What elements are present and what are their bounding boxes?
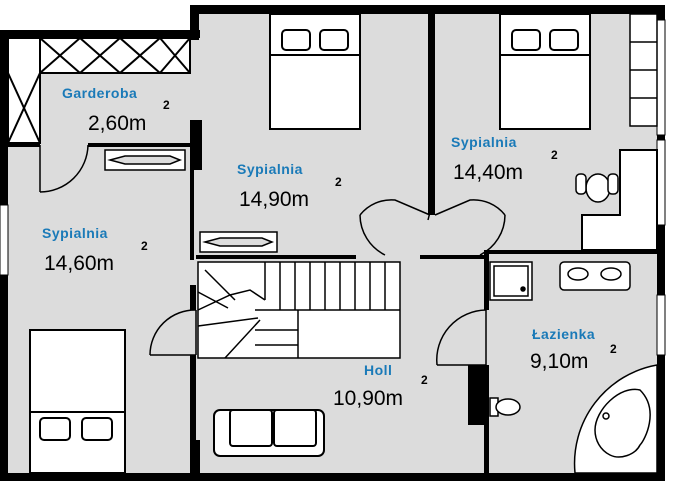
room-name: Holl	[364, 362, 392, 378]
label-bedroom-right: Sypialnia 14,40m 2	[451, 134, 558, 184]
label-hall: Holl 10,90m 2	[333, 362, 428, 410]
area-unit-power: 2	[335, 175, 342, 189]
room-area: 14,40m	[453, 161, 523, 184]
wardrobe-door[interactable]	[39, 144, 89, 193]
room-area: 14,60m	[44, 252, 114, 275]
area-unit-power: 2	[421, 373, 428, 387]
room-area: 2,60m	[88, 112, 146, 135]
room-name: Sypialnia	[451, 134, 517, 150]
bathroom-door[interactable]	[436, 309, 487, 366]
stairs-icon	[197, 261, 401, 359]
double-bed-icon	[29, 329, 126, 474]
room-area: 9,10m	[530, 350, 588, 373]
corner-bathtub-icon	[573, 364, 658, 474]
bedroom-left-door[interactable]	[149, 309, 197, 356]
label-garderoba: Garderoba 2,60m 2	[62, 85, 170, 135]
room-name: Łazienka	[532, 326, 595, 342]
shelf-units	[104, 13, 658, 253]
room-name: Garderoba	[62, 85, 137, 101]
area-unit-power: 2	[610, 342, 617, 356]
label-bedroom-left: Sypialnia 14,60m 2	[42, 225, 148, 275]
label-bathroom: Łazienka 9,10m 2	[530, 326, 617, 373]
office-chair-icon	[575, 173, 619, 203]
sofa-icon	[213, 409, 325, 457]
double-sink-icon	[559, 261, 631, 291]
shower-tray-icon	[489, 261, 533, 301]
toilet-icon	[489, 397, 521, 417]
room-name: Sypialnia	[42, 225, 108, 241]
label-bedroom-center: Sypialnia 14,90m 2	[237, 161, 342, 211]
bedroom-doors[interactable]	[359, 199, 506, 256]
area-unit-power: 2	[163, 98, 170, 112]
interior-walls	[3, 10, 657, 480]
room-name: Sypialnia	[237, 161, 303, 177]
corner-desk-icon	[581, 149, 658, 251]
room-area: 10,90m	[333, 387, 403, 410]
area-unit-power: 2	[141, 239, 148, 253]
wardrobe-shelves	[7, 37, 191, 144]
area-unit-power: 2	[551, 148, 558, 162]
double-bed-icon	[269, 13, 361, 130]
double-bed-icon	[499, 13, 591, 130]
room-area: 14,90m	[239, 188, 309, 211]
